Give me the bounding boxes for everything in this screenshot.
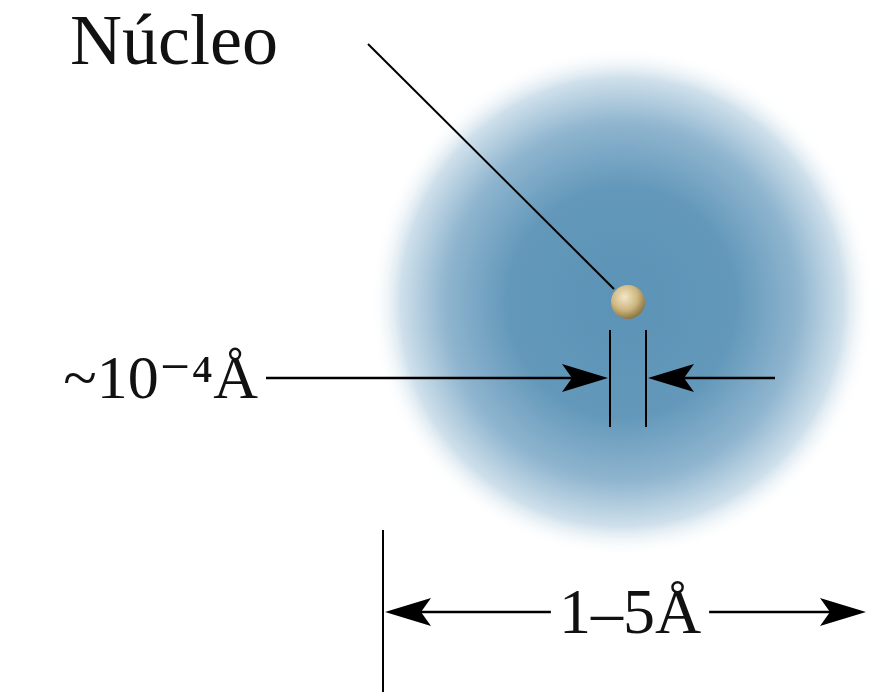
dimension-label: ~10⁻⁴Å [63,346,258,408]
leader-line [368,44,614,289]
dimension-tick [645,330,647,427]
arrowhead [648,364,694,392]
dimension-arrow [266,377,590,380]
dimension-arrow [400,611,551,614]
arrowhead [820,598,866,626]
dimension-tick [609,330,611,427]
dimension-label: 1–5Å [559,580,701,644]
electron-cloud [370,47,871,557]
arrowhead [562,364,608,392]
nucleus [611,285,645,319]
part-label: Núcleo [70,4,278,76]
arrowhead [385,598,431,626]
dimension-arrow [709,611,850,614]
dimension-tick [382,530,384,692]
